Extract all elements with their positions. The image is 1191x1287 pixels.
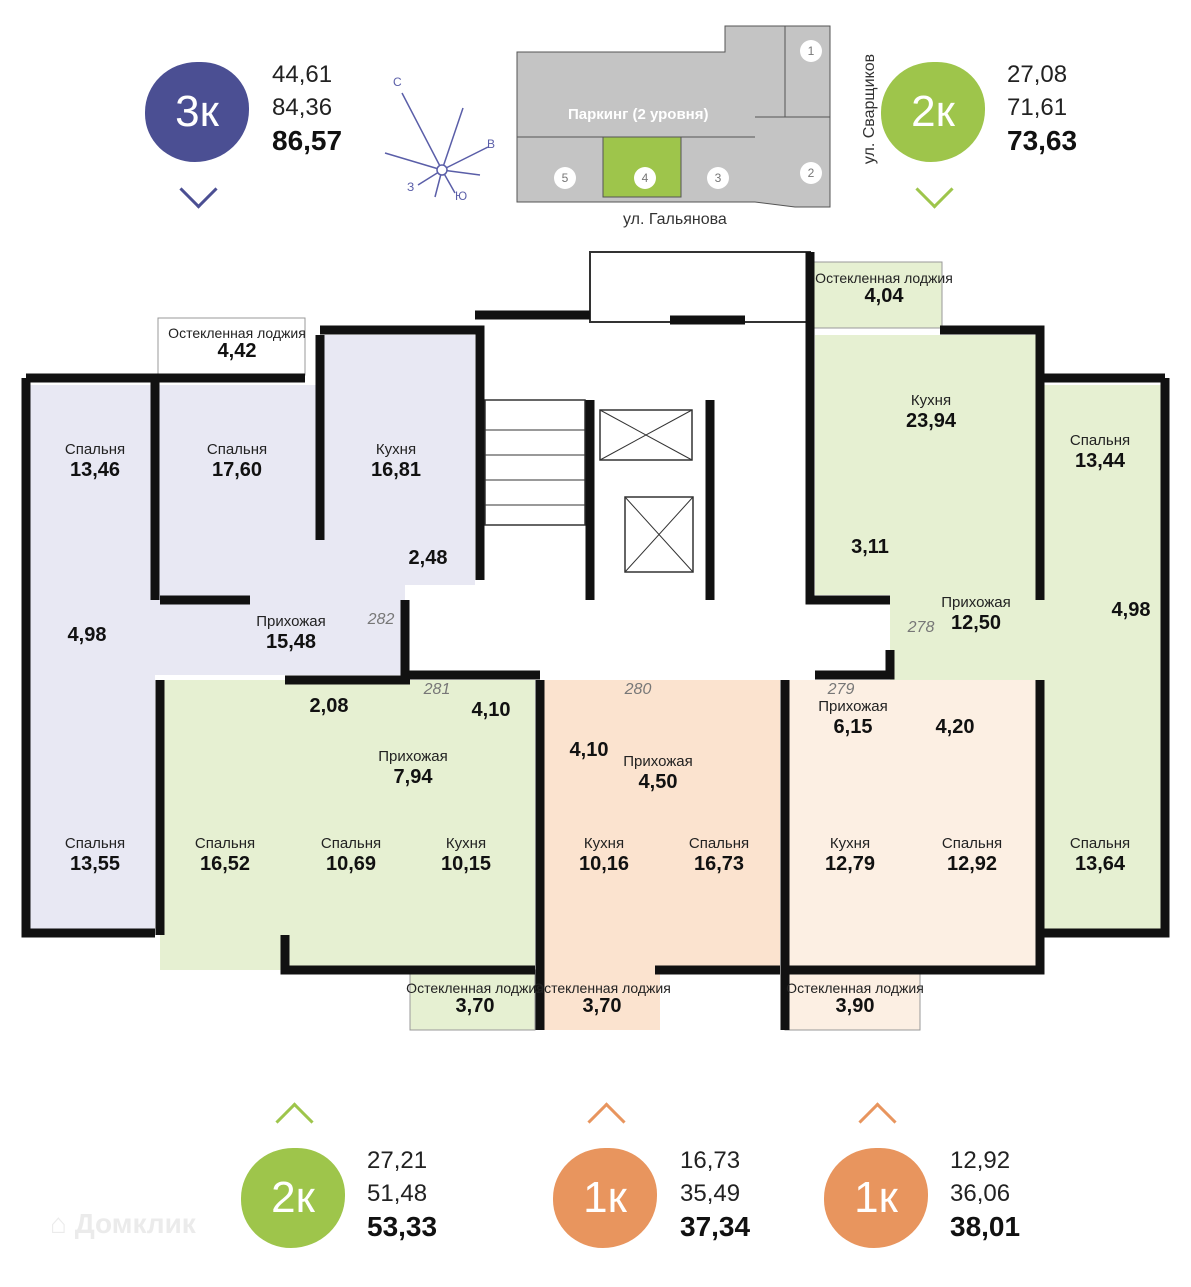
compass-icon [384, 92, 489, 198]
apartment-number: 278 [907, 619, 935, 636]
apartment-type-badge-2k[interactable]: 2к [241, 1148, 345, 1248]
room-bathroom: 4,98 [67, 624, 107, 646]
site-map [516, 25, 831, 208]
section-1[interactable]: 1 [800, 40, 822, 62]
apartment-number: 282 [367, 611, 395, 628]
section-3[interactable]: 3 [707, 167, 729, 189]
parking-label: Паркинг (2 уровня) [568, 106, 709, 123]
area-without-loggia: 84,36 [272, 94, 333, 121]
apartment-number: 279 [827, 681, 855, 698]
total-area: 86,57 [272, 125, 343, 156]
section-4[interactable]: 4 [634, 167, 656, 189]
living-area: 27,08 [1007, 61, 1068, 88]
compass-north: С [393, 75, 402, 89]
apartment-areas-2k-right: 27,08 71,61 73,63 [1007, 58, 1077, 157]
total-area: 73,63 [1007, 125, 1078, 156]
street-bottom-label: ул. Гальянова [623, 211, 727, 228]
section-5[interactable]: 5 [554, 167, 576, 189]
room-bathroom: 2,48 [408, 547, 448, 569]
floor-plan-drawing [21, 251, 1170, 1031]
room-bathroom: 4,10 [471, 699, 511, 721]
watermark-logo: ⌂ Домклик [50, 1208, 196, 1239]
apartment-278-area[interactable] [811, 261, 1165, 930]
chevron-up-icon[interactable] [587, 1102, 626, 1141]
apartment-280-area[interactable] [540, 680, 780, 1030]
compass-east: В [487, 137, 496, 151]
apartment-279-area[interactable] [784, 680, 1040, 1031]
area-without-loggia: 71,61 [1007, 94, 1068, 121]
living-area: 44,61 [272, 61, 333, 88]
apartment-281-area[interactable] [160, 680, 536, 1031]
chevron-up-icon[interactable] [275, 1102, 314, 1141]
room-bathroom: 4,10 [569, 739, 609, 761]
room-bathroom: 4,20 [935, 716, 975, 738]
apartment-number: 280 [624, 681, 652, 698]
apartment-number: 281 [423, 681, 451, 698]
section-2[interactable]: 2 [800, 162, 822, 184]
compass-south: Ю [455, 189, 468, 203]
chevron-up-icon[interactable] [858, 1102, 897, 1141]
apartment-areas-3k: 44,61 84,36 86,57 [272, 58, 342, 157]
apartment-282-area[interactable] [30, 335, 475, 930]
apartment-type-badge-3k[interactable]: 3к [145, 62, 249, 162]
apartment-type-badge-2k[interactable]: 2к [881, 62, 985, 162]
room-bathroom: 4,98 [1111, 599, 1151, 621]
apartment-type-badge-1k[interactable]: 1к [553, 1148, 657, 1248]
apartment-type-badge-1k[interactable]: 1к [824, 1148, 928, 1248]
compass-west: З [407, 180, 415, 194]
room-toilet: 2,08 [309, 695, 349, 717]
room-toilet: 3,11 [851, 536, 889, 558]
